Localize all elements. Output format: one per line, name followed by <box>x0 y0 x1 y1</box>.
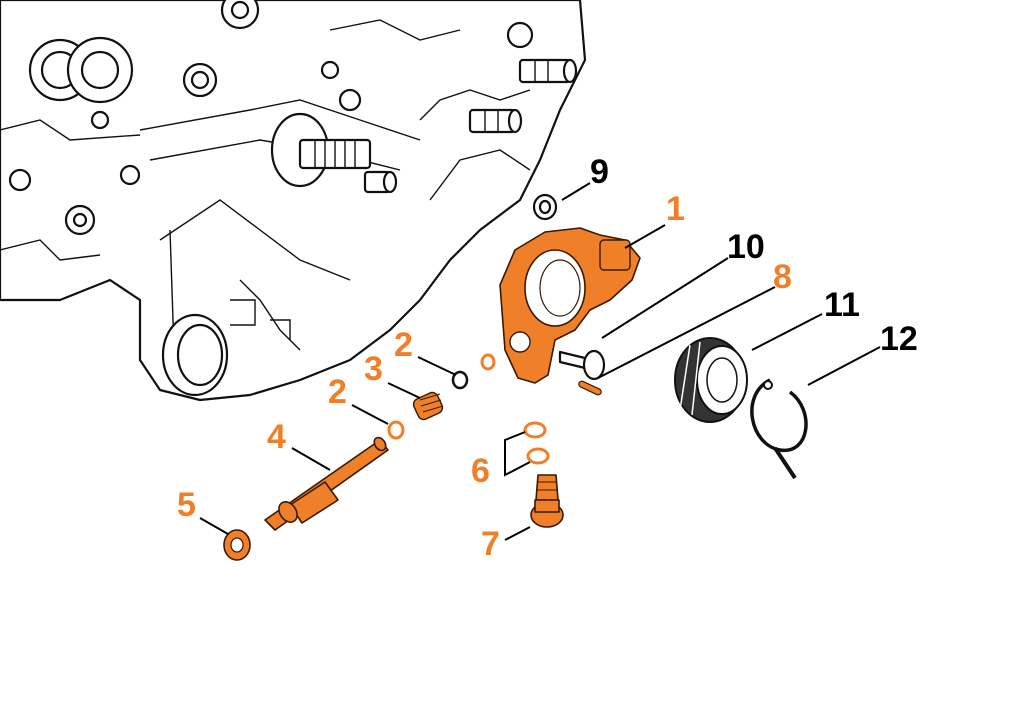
label-3: 3 <box>364 350 383 388</box>
label-9: 9 <box>590 153 609 191</box>
black-washer <box>451 370 469 390</box>
label-2-upper: 2 <box>394 326 413 364</box>
label-5: 5 <box>177 486 196 524</box>
label-12: 12 <box>880 320 918 358</box>
part-10-bolt <box>558 349 606 381</box>
leader-lines <box>199 182 881 541</box>
part-6-oring-bottom <box>526 447 550 465</box>
part-12-circlip <box>750 378 808 480</box>
label-7: 7 <box>481 525 500 563</box>
part-5-cap <box>223 529 251 561</box>
part-1-oil-pump-housing <box>499 227 641 384</box>
pump-fitting <box>599 239 631 271</box>
label-1: 1 <box>666 190 685 228</box>
part-9-nut <box>532 193 558 221</box>
part-6-oring-top <box>523 421 547 439</box>
label-4: 4 <box>267 418 286 456</box>
label-6: 6 <box>471 452 490 490</box>
pump-boss <box>509 331 531 353</box>
part-3-spring <box>412 391 444 421</box>
label-11: 11 <box>824 286 860 324</box>
part-11-gear <box>674 337 748 423</box>
label-8: 8 <box>773 258 792 296</box>
part-2-oring-lower <box>387 420 405 440</box>
part-7-plug <box>530 474 564 528</box>
label-2-lower: 2 <box>328 373 347 411</box>
callout-labels: 1 2 3 2 4 5 6 7 8 9 10 11 12 <box>177 153 918 563</box>
engine-housing <box>0 0 587 402</box>
part-4-shaft <box>264 436 389 531</box>
part-8-pin <box>578 380 602 396</box>
label-10: 10 <box>727 228 765 266</box>
pump-bore-inner <box>539 259 581 317</box>
part-2-oring-upper <box>480 353 496 371</box>
